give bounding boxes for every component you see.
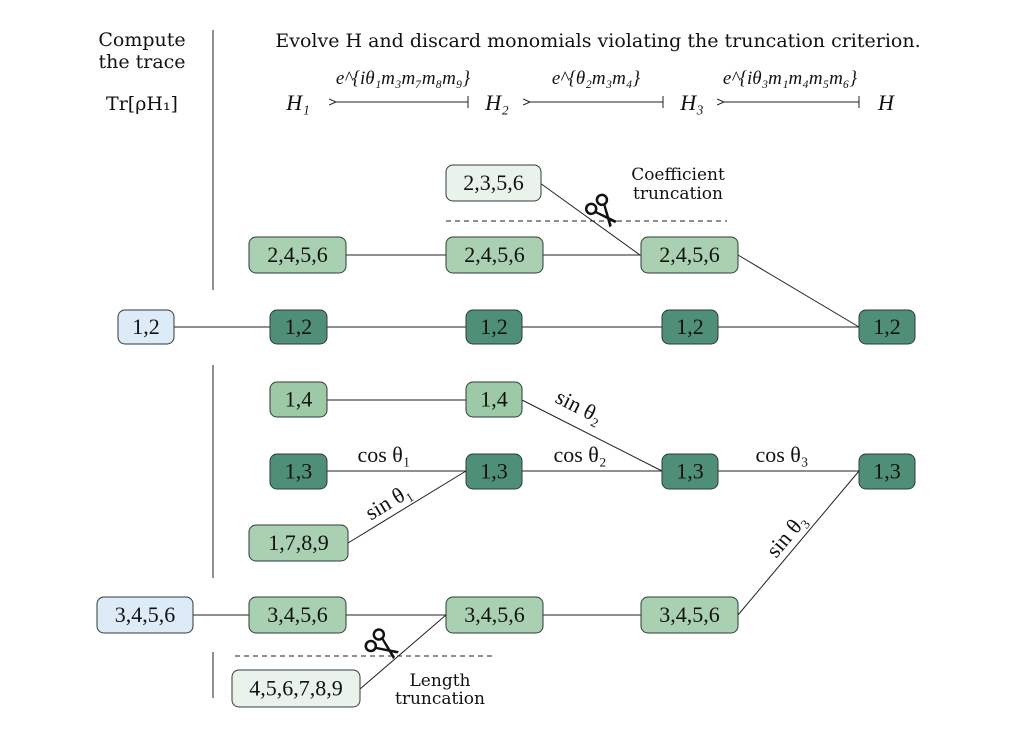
node-n2356: 2,3,5,6 <box>445 164 542 202</box>
node-label: 1,3 <box>480 459 508 484</box>
node-box <box>269 381 328 418</box>
node-box <box>248 596 347 634</box>
node-box <box>269 453 328 490</box>
node-label: 1,2 <box>132 314 160 339</box>
node-n13: 1,3 <box>465 453 523 490</box>
node-label: 2,4,5,6 <box>267 242 328 267</box>
node-label: 2,4,5,6 <box>464 242 525 267</box>
coefficient-truncation-line2: truncation <box>633 184 723 204</box>
node-n14: 1,4 <box>465 381 523 418</box>
gate-label-3: e^{iθ₃m₁m₄m₅m₆} <box>723 68 858 89</box>
node-label: 3,4,5,6 <box>464 602 525 627</box>
node-label: 3,4,5,6 <box>267 602 328 627</box>
scissors-icon <box>364 628 399 660</box>
node-box <box>231 669 361 708</box>
node-n1789: 1,7,8,9 <box>248 524 349 562</box>
node-label: 1,3 <box>285 459 313 484</box>
node-label: 1,2 <box>676 314 704 339</box>
node-box <box>465 381 523 418</box>
node-n3456: 3,4,5,6 <box>445 596 544 634</box>
edge-label-cos2: cos θ₂ <box>553 442 606 467</box>
edge-14-to-13 <box>521 399 663 472</box>
node-label: 1,2 <box>285 314 313 339</box>
node-box <box>640 236 739 274</box>
diagram-title: Evolve H and discard monomials violating… <box>275 30 920 52</box>
nodes: 2,3,5,6 2,4,5,6 2,4,5,6 2,4,5,6 1,2 1,2 1,2 1,2… <box>96 164 916 708</box>
node-n3456: 3,4,5,6 <box>640 596 739 634</box>
node-n12: 1,2 <box>465 309 523 345</box>
edge-2356-to-2456 <box>539 182 641 256</box>
node-label: 3,4,5,6 <box>115 602 176 627</box>
node-n14: 1,4 <box>269 381 328 418</box>
node-n2456: 2,4,5,6 <box>248 236 347 274</box>
edge-label-sin2: sin θ₂ <box>552 384 607 429</box>
node-label: 1,3 <box>873 459 901 484</box>
node-label: 3,4,5,6 <box>659 602 720 627</box>
node-n13: 1,3 <box>858 453 916 490</box>
left-header-trace: Tr[ρH₁] <box>106 93 178 115</box>
state-h3: H₃ <box>679 90 704 115</box>
node-label: 1,7,8,9 <box>268 530 329 555</box>
node-n13: 1,3 <box>269 453 328 490</box>
state-h: H <box>877 90 895 115</box>
node-box <box>465 309 523 345</box>
left-header-line2: the trace <box>98 51 185 73</box>
node-label: 1,3 <box>676 459 704 484</box>
node-label: 4,5,6,7,8,9 <box>249 676 343 701</box>
edge-3456-to-13 <box>737 470 860 616</box>
node-n12: 1,2 <box>661 309 719 345</box>
node-label: 1,2 <box>480 314 508 339</box>
edge-2456-to-12 <box>737 254 860 328</box>
node-box <box>445 236 544 274</box>
gate-label-1: e^{iθ₁m₃m₇m₈m₉} <box>336 68 471 89</box>
node-n13: 1,3 <box>661 453 719 490</box>
coefficient-truncation-line1: Coefficient <box>631 165 725 185</box>
node-label: 1,2 <box>873 314 901 339</box>
node-box <box>858 453 916 490</box>
gate-label-2: e^{θ₂m₃m₄} <box>552 68 641 89</box>
node-box <box>269 309 328 345</box>
edge-456789-to-3456 <box>359 614 447 690</box>
state-h1: H₁ <box>285 90 310 115</box>
length-truncation-line2: truncation <box>395 689 485 709</box>
node-n3456: 3,4,5,6 <box>248 596 347 634</box>
node-box <box>661 309 719 345</box>
node-box <box>465 453 523 490</box>
node-box <box>858 309 916 345</box>
node-box <box>445 596 544 634</box>
edge-label-cos3: cos θ₃ <box>755 442 808 467</box>
node-label: 1,4 <box>480 387 508 412</box>
node-box <box>96 596 194 634</box>
node-label: 1,4 <box>285 387 313 412</box>
node-box <box>117 309 175 345</box>
left-header-line1: Compute <box>98 29 185 51</box>
node-box <box>661 453 719 490</box>
scissors-icon <box>584 193 618 228</box>
node-n2456: 2,4,5,6 <box>445 236 544 274</box>
node-n3456: 3,4,5,6 <box>96 596 194 634</box>
node-n12: 1,2 <box>117 309 175 345</box>
edge-1789-to-13 <box>347 470 467 544</box>
edge-label-sin3: sin θ₃ <box>761 508 812 562</box>
node-box <box>248 524 349 562</box>
node-box <box>445 164 542 202</box>
edges <box>174 182 860 690</box>
edge-label-cos1: cos θ₁ <box>357 442 410 467</box>
length-truncation-line1: Length <box>410 671 471 691</box>
state-h2: H₂ <box>484 90 509 115</box>
node-box <box>640 596 739 634</box>
node-box <box>248 236 347 274</box>
node-label: 2,3,5,6 <box>463 170 524 195</box>
node-n12: 1,2 <box>858 309 916 345</box>
node-n12: 1,2 <box>269 309 328 345</box>
node-n456789: 4,5,6,7,8,9 <box>231 669 361 708</box>
node-label: 2,4,5,6 <box>659 242 720 267</box>
node-n2456: 2,4,5,6 <box>640 236 739 274</box>
